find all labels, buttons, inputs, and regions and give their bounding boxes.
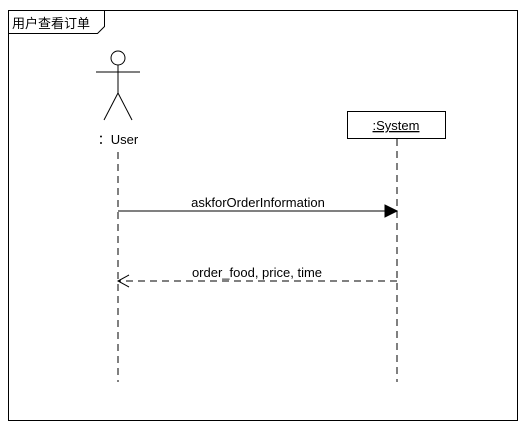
return-arrowhead xyxy=(116,274,130,288)
actor-label: ：User xyxy=(98,132,139,147)
frame-title: 用户查看订单 xyxy=(12,16,90,31)
system-object-label: :System xyxy=(373,118,420,133)
actor-left-leg xyxy=(103,92,119,121)
system-object-box xyxy=(347,111,446,139)
request-arrowhead xyxy=(384,204,399,218)
frame-title-tab xyxy=(8,10,105,34)
frame-border xyxy=(8,10,518,421)
request-message-label: askforOrderInformation xyxy=(191,195,325,210)
actor-head xyxy=(110,50,126,66)
actor-user xyxy=(96,50,140,121)
return-message-label: order_food, price, time xyxy=(192,265,322,280)
actor-right-leg xyxy=(117,92,133,121)
